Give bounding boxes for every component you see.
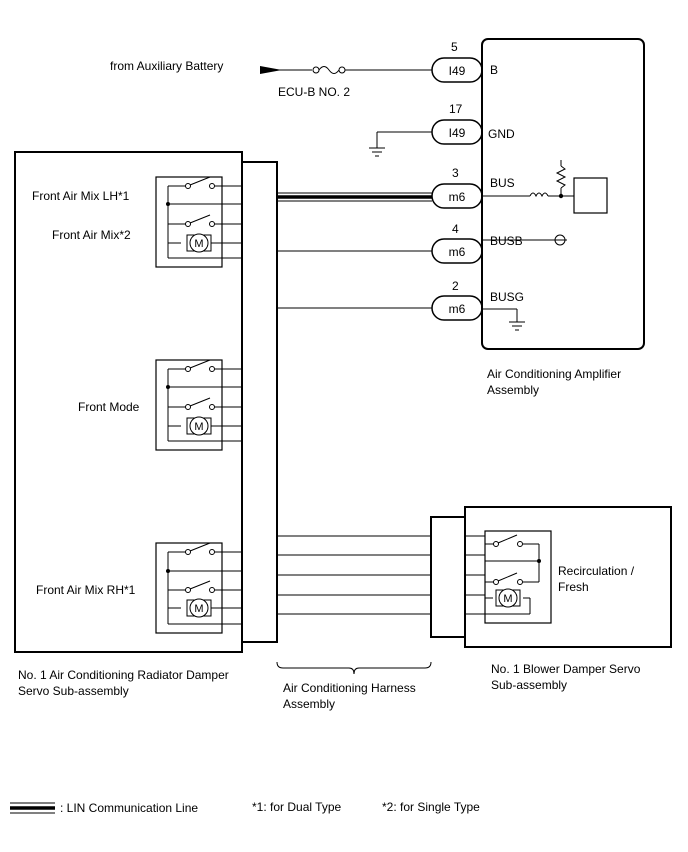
source-label: from Auxiliary Battery	[110, 59, 223, 73]
harness-label-2: Assembly	[283, 697, 335, 711]
connector-I49-17: 17 I49	[431, 102, 483, 145]
arrow-icon	[260, 66, 290, 74]
harness-label-1: Air Conditioning Harness	[283, 681, 416, 695]
connector-m6-3: 3 m6	[431, 166, 483, 209]
ground-icon	[369, 147, 385, 157]
fuse-icon	[312, 66, 346, 74]
blower-damper-box	[464, 506, 672, 648]
motor-label: M	[503, 593, 512, 605]
legend-lin: : LIN Communication Line	[60, 801, 198, 815]
motor-label: M	[194, 238, 203, 250]
pin-number: 2	[452, 279, 459, 293]
connector-m6-2: 2 m6	[431, 279, 483, 321]
terminal-busb: BUSB	[490, 234, 523, 248]
radiator-damper-label-2: Servo Sub-assembly	[18, 684, 129, 698]
lin-bus-wire	[277, 192, 432, 202]
harness-connector-right	[430, 516, 466, 638]
pin-number: 17	[449, 102, 463, 116]
pin-number: 3	[452, 166, 459, 180]
label-front-air-mix-rh: Front Air Mix RH*1	[36, 583, 136, 597]
pin-number: 5	[451, 40, 458, 54]
connector-id: m6	[449, 190, 466, 204]
connector-id: I49	[449, 64, 466, 78]
harness-connector-left	[241, 161, 278, 643]
connector-id: m6	[449, 245, 466, 259]
legend-note-2: *2: for Single Type	[382, 800, 480, 814]
label-front-air-mix: Front Air Mix*2	[52, 228, 131, 242]
connector-id: m6	[449, 302, 466, 316]
transceiver-block	[573, 177, 608, 214]
blower-damper-label-2: Sub-assembly	[491, 678, 567, 692]
amplifier-label-2: Assembly	[487, 383, 539, 397]
amplifier-label-1: Air Conditioning Amplifier	[487, 367, 621, 381]
radiator-damper-label-1: No. 1 Air Conditioning Radiator Damper	[18, 668, 229, 682]
legend-note-1: *1: for Dual Type	[252, 800, 341, 814]
connector-id: I49	[449, 126, 466, 140]
fuse-label: ECU-B NO. 2	[278, 85, 350, 99]
recirc-label-1: Recirculation /	[558, 564, 635, 578]
lin-legend-symbol	[10, 802, 55, 814]
terminal-bus: BUS	[490, 176, 515, 190]
servo-recirculation: M	[465, 530, 552, 624]
connector-m6-4: 4 m6	[431, 222, 483, 264]
servo-front-air-mix-lh: M	[155, 176, 242, 268]
harness-brace	[276, 661, 432, 675]
label-front-mode: Front Mode	[78, 400, 140, 414]
ground-icon	[509, 321, 525, 331]
motor-label: M	[194, 603, 203, 615]
pin-number: 4	[452, 222, 459, 236]
connector-I49-5: 5 I49	[431, 40, 483, 83]
resistor-icon	[555, 160, 567, 196]
terminal-b: B	[490, 63, 498, 77]
inductor-icon	[529, 192, 549, 198]
motor-label: M	[194, 421, 203, 433]
amplifier-box	[481, 38, 645, 350]
servo-front-air-mix-rh: M	[155, 542, 242, 634]
harness-wires	[277, 535, 431, 615]
terminal-circle-icon	[553, 234, 567, 246]
blower-damper-label-1: No. 1 Blower Damper Servo	[491, 662, 641, 676]
recirc-label-2: Fresh	[558, 580, 589, 594]
label-front-air-mix-lh: Front Air Mix LH*1	[32, 189, 130, 203]
servo-front-mode: M	[155, 359, 242, 451]
terminal-busg: BUSG	[490, 290, 524, 304]
terminal-gnd: GND	[488, 127, 515, 141]
